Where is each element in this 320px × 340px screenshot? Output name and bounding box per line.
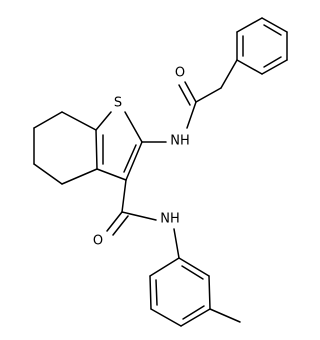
bond (124, 111, 143, 143)
bond (121, 179, 127, 213)
bond (261, 59, 288, 75)
bond (150, 308, 182, 327)
carboxamide-nh-label: NH (160, 212, 180, 227)
thiophene-ring (95, 111, 143, 181)
bond (236, 17, 263, 33)
double-bond-inner (182, 305, 205, 320)
bond (208, 275, 211, 310)
bond (106, 211, 123, 232)
methyl-bond (209, 308, 241, 323)
double-bond-inner (112, 215, 129, 236)
bond (95, 111, 112, 131)
phenyl-ring (236, 17, 288, 75)
cyclohexane-ring (33, 111, 98, 185)
bond (125, 141, 143, 181)
double-bond-inner (155, 279, 158, 306)
bond (186, 101, 197, 129)
bond (261, 17, 288, 33)
double-bond-inner (123, 144, 137, 173)
bond (180, 308, 211, 327)
double-bond-inner (178, 84, 191, 106)
amide-nh-label: NH (170, 134, 190, 149)
bond (96, 168, 127, 181)
bond (33, 111, 63, 129)
bond (61, 111, 97, 131)
bond (33, 163, 63, 185)
bond (121, 211, 157, 221)
bond (236, 59, 263, 75)
bond (149, 275, 152, 310)
double-bond-inner (263, 24, 282, 36)
bond (95, 129, 98, 170)
bond (195, 87, 222, 103)
bond (184, 81, 197, 103)
sulfur-atom-label: S (114, 96, 122, 111)
carboxamide-oxygen-label: O (93, 234, 103, 249)
phenylacetyl-chain (141, 59, 238, 143)
bond (61, 168, 98, 185)
tolyl-ring (149, 257, 241, 327)
bond (173, 228, 180, 259)
double-bond-inner (181, 265, 204, 280)
bond (149, 257, 180, 277)
bond (220, 59, 238, 89)
carbonyl-oxygen-label: O (175, 66, 185, 81)
bond (178, 257, 210, 277)
carboxamide-group (106, 179, 180, 259)
double-bond-inner (263, 56, 282, 68)
